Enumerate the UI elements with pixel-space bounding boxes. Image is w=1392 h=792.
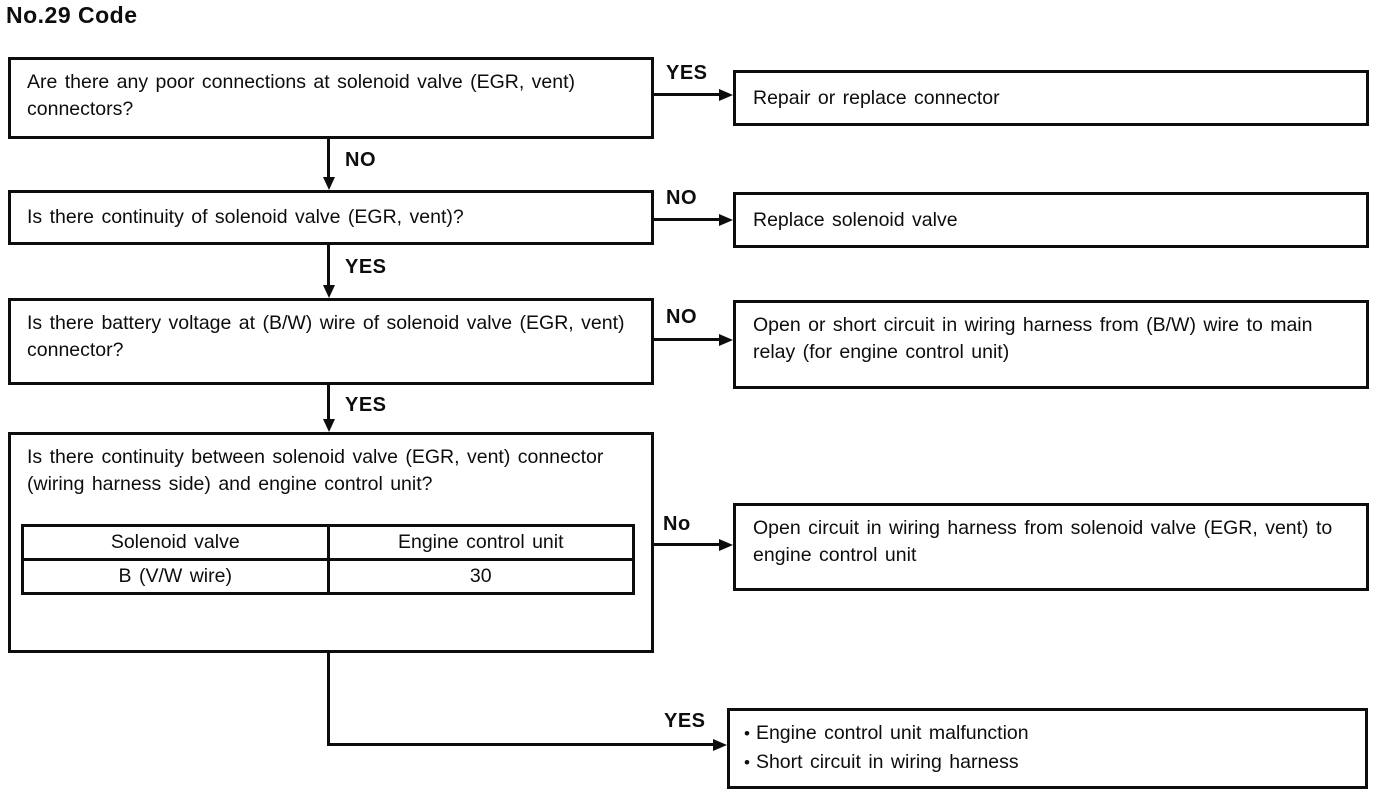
arrow-right-icon xyxy=(719,88,733,101)
question-box-4: Is there continuity between solenoid val… xyxy=(8,432,654,653)
table-header-solenoid-valve: Solenoid valve xyxy=(21,524,330,561)
arrow-down-icon xyxy=(322,285,335,298)
result-box-1: Repair or replace connector xyxy=(733,70,1369,126)
connector-line xyxy=(327,653,330,746)
table-cell-wire: B (V/W wire) xyxy=(21,558,330,595)
connector-line xyxy=(327,385,330,423)
branch-label-no-3: NO xyxy=(666,306,697,328)
arrow-right-icon xyxy=(719,333,733,346)
connector-line xyxy=(327,743,715,746)
arrow-down-icon xyxy=(322,419,335,432)
bullet-icon: • xyxy=(744,724,750,743)
result-text: Repair or replace connector xyxy=(753,86,1000,109)
connector-line xyxy=(653,543,721,546)
bullet-icon: • xyxy=(744,753,750,772)
result-box-4: Open circuit in wiring harness from sole… xyxy=(733,503,1369,591)
arrow-right-icon xyxy=(719,213,733,226)
branch-label-yes-4: YES xyxy=(664,710,706,732)
branch-label-no-4: No xyxy=(663,513,691,535)
question-box-2: Is there continuity of solenoid valve (E… xyxy=(8,190,654,245)
down-label-yes-2: YES xyxy=(345,256,387,278)
result-box-3: Open or short circuit in wiring harness … xyxy=(733,300,1369,389)
result-text: Open or short circuit in wiring harness … xyxy=(753,314,1313,363)
question-text: Is there continuity of solenoid valve (E… xyxy=(27,206,464,228)
table-header-row: Solenoid valve Engine control unit xyxy=(21,524,635,561)
page-title: No.29 Code xyxy=(6,2,138,28)
result-text: Open circuit in wiring harness from sole… xyxy=(753,517,1333,566)
table-row: B (V/W wire) 30 xyxy=(21,558,635,595)
table-header-engine-control-unit: Engine control unit xyxy=(326,524,635,561)
connector-line xyxy=(327,245,330,287)
result-text: Engine control unit malfunction xyxy=(755,722,1029,744)
question-box-3: Is there battery voltage at (B/W) wire o… xyxy=(8,298,654,385)
result-box-2: Replace solenoid valve xyxy=(733,192,1369,248)
question-text: Is there battery voltage at (B/W) wire o… xyxy=(27,312,625,361)
connector-line xyxy=(653,93,721,96)
down-label-no-1: NO xyxy=(345,149,376,171)
result-bullet-item: • Engine control unit malfunction xyxy=(744,719,1351,748)
branch-label-yes-1: YES xyxy=(666,62,708,84)
arrow-right-icon xyxy=(719,538,733,551)
question-text: Is there continuity between solenoid val… xyxy=(27,446,604,495)
arrow-right-icon xyxy=(713,738,727,751)
result-bullet-item: • Short circuit in wiring harness xyxy=(744,748,1351,777)
result-text: Short circuit in wiring harness xyxy=(755,751,1019,773)
result-box-5: • Engine control unit malfunction • Shor… xyxy=(727,708,1368,789)
question-text: Are there any poor connections at soleno… xyxy=(27,71,576,120)
question-box-1: Are there any poor connections at soleno… xyxy=(8,57,654,139)
result-text: Replace solenoid valve xyxy=(753,208,958,231)
connector-line xyxy=(653,218,721,221)
continuity-table: Solenoid valve Engine control unit B (V/… xyxy=(21,524,635,595)
connector-line xyxy=(327,139,330,179)
branch-label-no-2: NO xyxy=(666,187,697,209)
connector-line xyxy=(653,338,721,341)
arrow-down-icon xyxy=(322,177,335,190)
table-cell-terminal: 30 xyxy=(326,558,635,595)
down-label-yes-3: YES xyxy=(345,394,387,416)
